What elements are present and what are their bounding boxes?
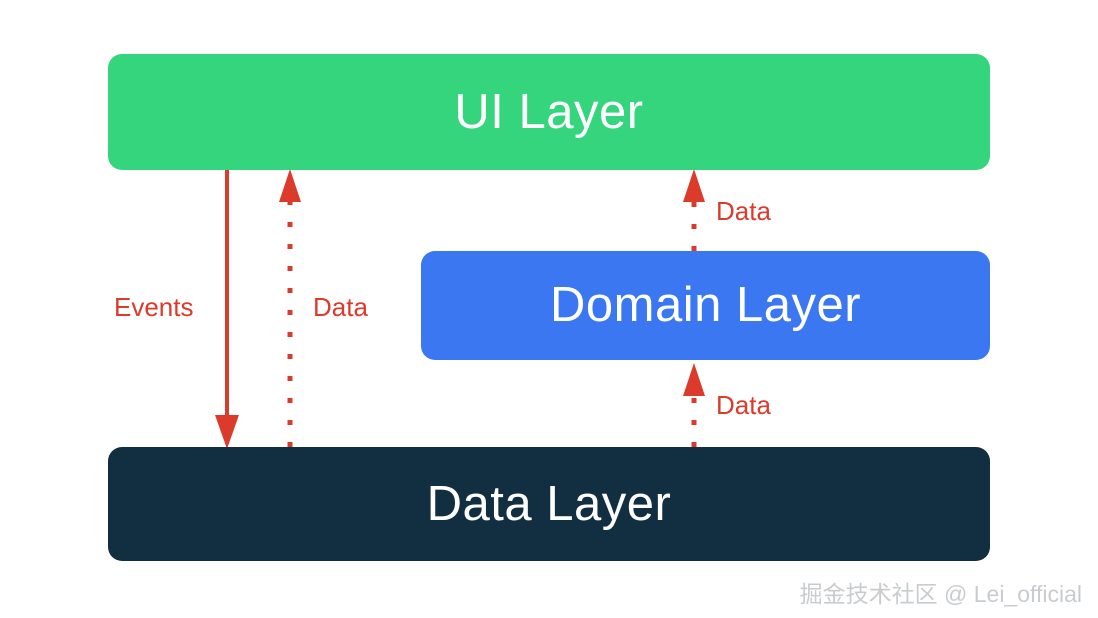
layer-label-ui: UI Layer xyxy=(454,84,644,139)
flow-label-events: Events xyxy=(114,292,194,322)
layer-label-data: Data Layer xyxy=(426,476,672,531)
layer-label-domain: Domain Layer xyxy=(549,278,862,332)
layer-box-ui[interactable]: UI Layer xyxy=(108,54,990,170)
flow-arrow-data-to-ui xyxy=(279,169,301,447)
flow-arrow-domain-to-ui xyxy=(683,169,705,251)
flow-label-data-to-domain: Data xyxy=(716,390,771,420)
watermark-text: 掘金技术社区 @ Lei_official xyxy=(799,581,1082,607)
flow-arrow-events xyxy=(215,170,239,449)
flow-label-data-to-ui: Data xyxy=(313,292,368,322)
layer-box-domain[interactable]: Domain Layer xyxy=(421,251,990,360)
flow-arrow-data-to-domain xyxy=(683,363,705,447)
layer-box-data[interactable]: Data Layer xyxy=(108,447,990,561)
flow-label-domain-to-ui: Data xyxy=(716,196,771,226)
